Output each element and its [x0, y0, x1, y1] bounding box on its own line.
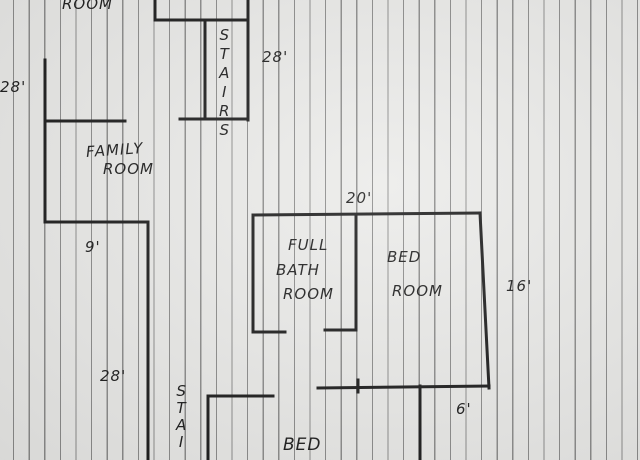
stairs-label-lower: S T A I	[176, 384, 187, 450]
stairs-letter: S	[176, 382, 187, 400]
dimension-20: 20'	[346, 189, 373, 207]
dimension-28-lower: 28'	[100, 367, 127, 385]
full-bath-label-line1: Full	[288, 236, 329, 254]
dimension-28-stairs: 28'	[262, 48, 289, 66]
dimension-28-left: 28'	[0, 78, 27, 96]
dimension-6: 6'	[456, 400, 472, 418]
full-bath-label-line3: Room	[283, 285, 334, 303]
bed-room-label-line2: Room	[392, 282, 443, 300]
stairs-letter: I	[222, 83, 228, 101]
stairs-letter: R	[219, 102, 231, 120]
stairs-letter: S	[219, 26, 230, 44]
family-room-label-line2: Room	[103, 160, 154, 178]
stairs-letter: A	[219, 64, 231, 82]
stairs-letter: T	[176, 399, 187, 417]
bed-room-label-line1: Bed	[387, 248, 422, 266]
bed-label-bottom: Bed	[283, 435, 322, 455]
family-room-label-line1: Family	[85, 139, 144, 161]
room-label-top: Room	[62, 0, 113, 13]
dimension-16: 16'	[506, 277, 533, 295]
stairs-letter: S	[219, 121, 230, 139]
full-bath-label-line2: Bath	[276, 261, 320, 279]
stairs-letter: A	[176, 416, 188, 434]
stairs-letter: I	[178, 433, 185, 451]
stairs-letter: T	[219, 45, 230, 63]
stairs-label-upper: S T A I R S	[219, 28, 230, 138]
dimension-9: 9'	[85, 238, 101, 256]
